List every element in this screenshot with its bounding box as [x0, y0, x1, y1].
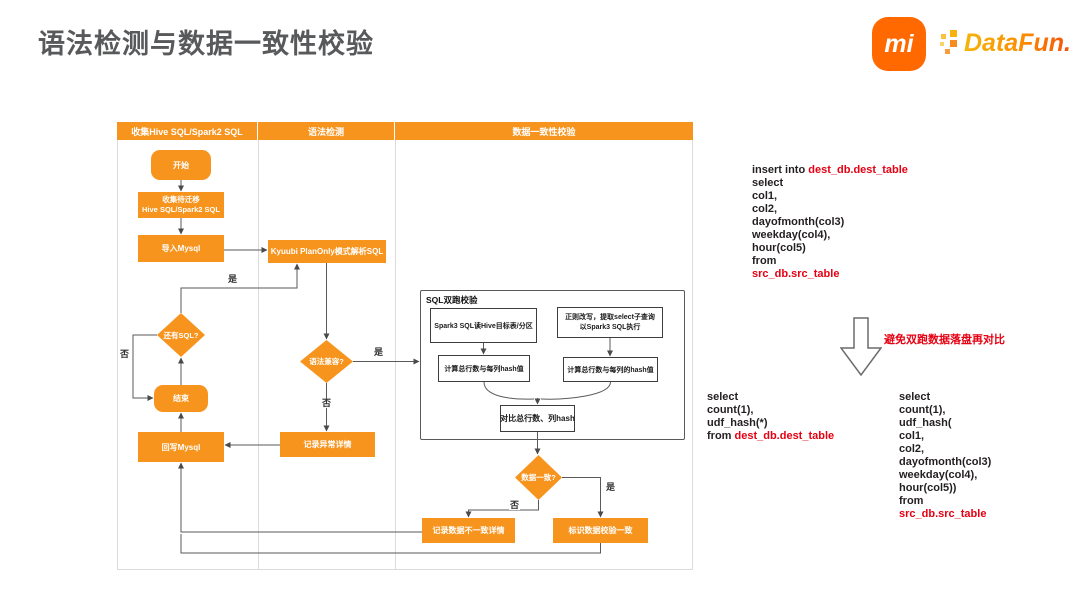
xiaomi-logo-icon: mi [872, 17, 926, 71]
edge-label-syntax-no: 否 [321, 398, 333, 408]
node-start: 开始 [151, 150, 211, 180]
edge-label-consistent-yes: 是 [605, 482, 617, 492]
lane-header-collect: 收集Hive SQL/Spark2 SQL [117, 122, 258, 140]
edge-label-syntax-yes: 是 [373, 347, 385, 357]
flowchart-connectors [117, 122, 693, 570]
datafun-dots-icon [938, 28, 960, 58]
node-record-inconsistent: 记录数据不一致详情 [422, 518, 515, 543]
node-calc-hash-src: 计算总行数与每列的hash值 [563, 357, 658, 382]
edge-label-more-sql-yes: 是 [227, 274, 239, 284]
lane-header-syntax: 语法检测 [258, 122, 395, 140]
dual-run-container-title: SQL双跑校验 [426, 295, 478, 305]
datafun-logo-text: DataFun. [964, 28, 1071, 57]
node-calc-hash-dest: 计算总行数与每列hash值 [438, 355, 530, 382]
node-kyuubi-parse: Kyuubi PlanOnly模式解析SQL [268, 240, 386, 263]
edge-label-consistent-no: 否 [509, 500, 521, 510]
node-regex-rewrite: 正则改写，提取select子查询 以Spark3 SQL执行 [557, 307, 663, 338]
node-mark-consistent: 标识数据校验一致 [553, 518, 648, 543]
datafun-logo: DataFun. [938, 28, 1071, 58]
node-collect-sql-line2: Hive SQL/Spark2 SQL [142, 205, 220, 214]
node-record-error-detail: 记录异常详情 [280, 432, 375, 457]
node-import-mysql: 导入Mysql [138, 235, 224, 262]
page-title: 语法检测与数据一致性校验 [38, 29, 374, 59]
node-regex-rewrite-line2: 以Spark3 SQL执行 [579, 323, 641, 331]
node-regex-rewrite-line1: 正则改写，提取select子查询 [565, 313, 655, 321]
node-spark3-read-hive: Spark3 SQL读Hive目标表/分区 [430, 308, 537, 343]
node-end: 结束 [154, 385, 208, 412]
dual-run-container [420, 290, 685, 440]
node-collect-sql-line1: 收集待迁移 [162, 194, 200, 204]
lane-header-consistency: 数据一致性校验 [395, 122, 693, 140]
node-write-back-mysql: 回写Mysql [138, 432, 224, 462]
down-arrow-icon [840, 317, 882, 377]
node-compare-rows-hash: 对比总行数、列hash [500, 405, 575, 432]
flowchart: 收集Hive SQL/Spark2 SQL 语法检测 数据一致性校验 开始 收集… [117, 122, 693, 570]
avoid-disk-note: 避免双跑数据落盘再对比 [884, 334, 1005, 346]
node-collect-sql: 收集待迁移 Hive SQL/Spark2 SQL [138, 192, 224, 218]
edge-label-more-sql-no: 否 [119, 349, 131, 359]
